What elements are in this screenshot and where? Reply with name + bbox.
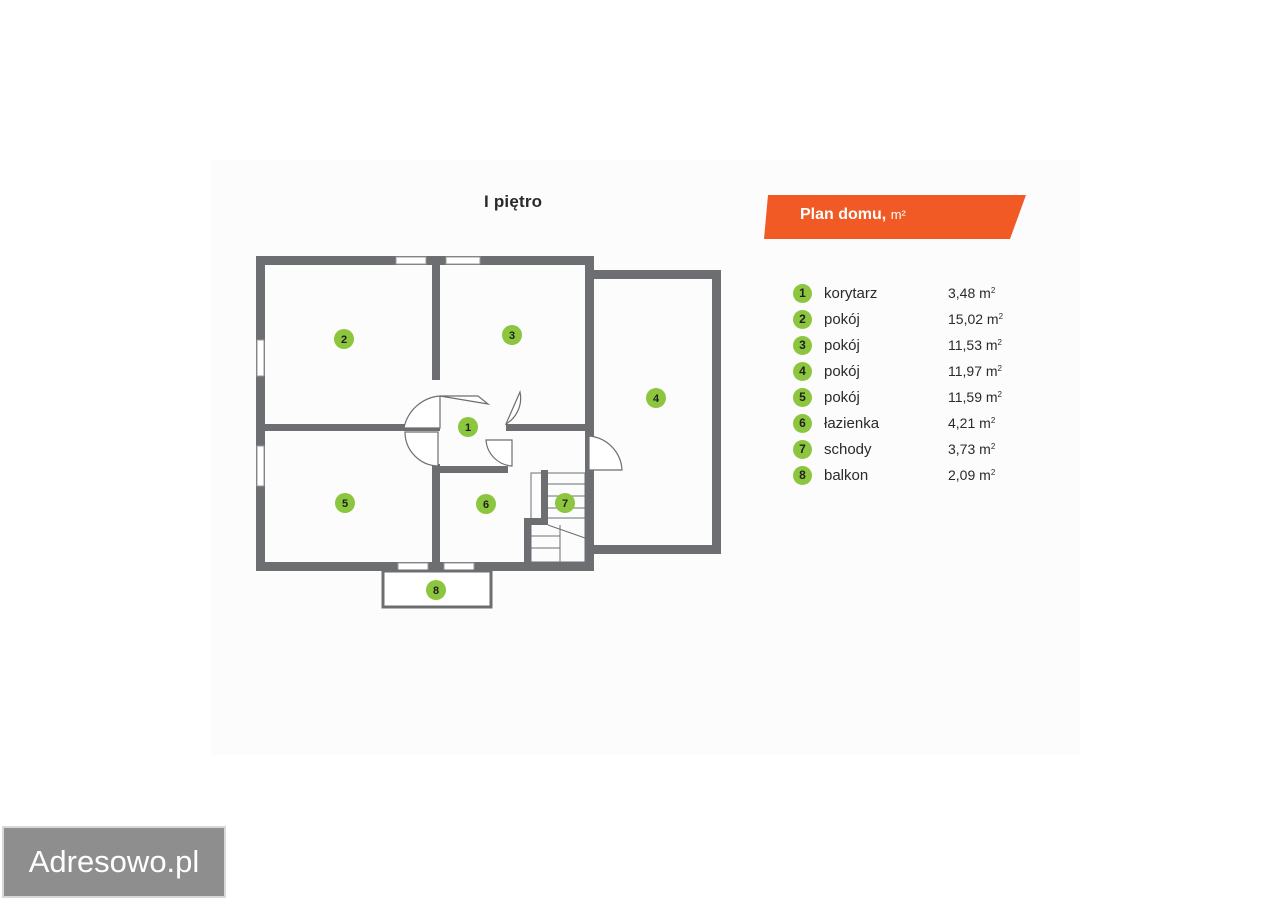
room-number: 8 [433,585,439,597]
legend-room-area: 11,97 m2 [948,363,1002,379]
legend-item: 4 pokój 11,97 m2 [793,361,1023,387]
legend-item: 2 pokój 15,02 m2 [793,309,1023,335]
room-badge [646,388,666,408]
stairs [530,472,586,563]
legend-number: 3 [793,336,812,355]
plan-banner: Plan domu, m² [764,195,1026,239]
room-badge [555,493,575,513]
legend-room-name: pokój [824,363,860,380]
legend-number: 6 [793,414,812,433]
legend-room-name: schody [824,441,872,458]
watermark: Adresowo.pl [2,826,226,898]
legend-item: 5 pokój 11,59 m2 [793,387,1023,413]
room-badge [502,325,522,345]
banner-text: Plan domu, m² [800,206,906,224]
room-legend: 1 korytarz 3,48 m2 2 pokój 15,02 m2 3 pokój 11,5… [793,283,1023,491]
legend-item: 3 pokój 11,53 m2 [793,335,1023,361]
room-badge [426,580,446,600]
room-badge [335,493,355,513]
room-number: 3 [509,330,515,342]
legend-room-name: pokój [824,337,860,354]
legend-number: 4 [793,362,812,381]
legend-number: 5 [793,388,812,407]
legend-number: 2 [793,310,812,329]
banner-shape [764,195,1026,239]
legend-room-area: 11,59 m2 [948,389,1002,405]
legend-room-area: 3,48 m2 [948,285,996,301]
legend-item: 8 balkon 2,09 m2 [793,465,1023,491]
banner-title: Plan domu, [800,206,887,223]
banner-unit: m² [890,207,906,222]
room-badge [458,417,478,437]
legend-number: 1 [793,284,812,303]
legend-item: 1 korytarz 3,48 m2 [793,283,1023,309]
legend-item: 6 łazienka 4,21 m2 [793,413,1023,439]
legend-room-area: 4,21 m2 [948,415,996,431]
floor-title: I piętro [484,192,543,211]
room-number: 7 [562,498,568,510]
windows [256,256,481,571]
legend-room-area: 2,09 m2 [948,467,996,483]
room-number: 5 [342,498,348,510]
legend-room-name: pokój [824,389,860,406]
legend-room-area: 11,53 m2 [948,337,1002,353]
legend-room-name: łazienka [824,415,880,432]
legend-room-name: korytarz [824,285,878,302]
room-badge [476,494,496,514]
walls [256,256,721,571]
room-number: 4 [653,393,660,405]
legend-room-area: 15,02 m2 [948,311,1004,327]
legend-room-name: balkon [824,467,869,484]
legend-room-area: 3,73 m2 [948,441,996,457]
room-badges: 1 2 3 4 5 6 7 8 [334,325,666,600]
room-number: 1 [465,422,471,434]
room-number: 2 [341,334,347,346]
legend-number: 7 [793,440,812,459]
legend-number: 8 [793,466,812,485]
room-number: 6 [483,499,489,511]
legend-item: 7 schody 3,73 m2 [793,439,1023,465]
room-badge [334,329,354,349]
doors [403,390,623,471]
legend-room-name: pokój [824,311,860,328]
